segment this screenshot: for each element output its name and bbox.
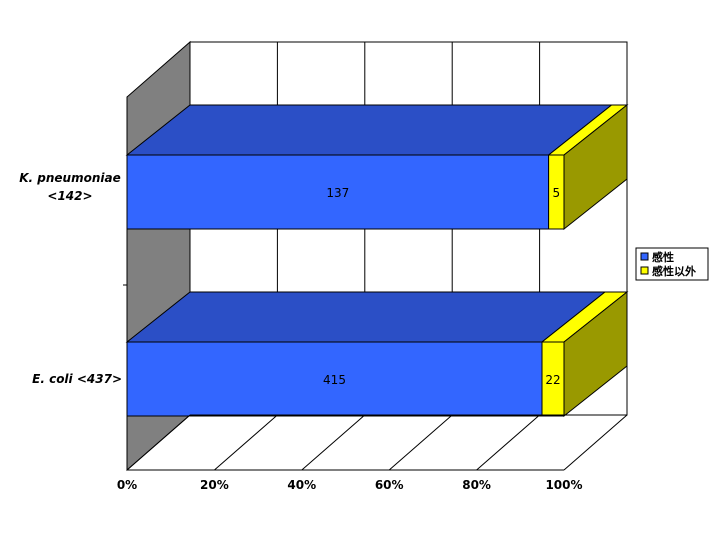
data-label: 22 bbox=[545, 373, 560, 387]
floor-gridline bbox=[214, 414, 278, 471]
floor-gridline bbox=[476, 414, 540, 471]
data-label: 415 bbox=[323, 373, 346, 387]
category-label: E. coli <437> bbox=[32, 372, 122, 386]
bar-other bbox=[541, 341, 565, 417]
category-label-name: K. pneumoniae bbox=[19, 171, 121, 185]
x-axis-ticks: 0% 20% 40% 60% 80% 100% bbox=[117, 478, 583, 492]
category-labels: K. pneumoniae <142> E. coli <437> bbox=[19, 171, 122, 386]
chart-floor bbox=[123, 284, 628, 471]
x-tick-label: 0% bbox=[117, 478, 137, 492]
bar-top-sensitive bbox=[125, 104, 614, 156]
floor-gridline bbox=[126, 414, 191, 471]
data-label: 5 bbox=[552, 186, 560, 200]
floor-gridline bbox=[563, 414, 628, 471]
category-label-count: <142> bbox=[47, 189, 92, 203]
floor-gridline bbox=[388, 414, 453, 471]
x-tick-label: 40% bbox=[287, 478, 316, 492]
bars: 137 5 415 22 bbox=[125, 103, 629, 418]
bar-other bbox=[548, 154, 565, 230]
legend-swatch bbox=[640, 252, 649, 261]
bar-sensitive bbox=[126, 154, 550, 230]
legend-label: 感性 bbox=[652, 250, 674, 264]
x-tick-label: 20% bbox=[200, 478, 229, 492]
data-label: 137 bbox=[326, 186, 349, 200]
category-label: K. pneumoniae <142> bbox=[19, 171, 121, 203]
legend-swatch bbox=[640, 266, 649, 275]
legend-label: 感性以外 bbox=[652, 264, 696, 278]
x-tick-label: 80% bbox=[462, 478, 491, 492]
x-tick-label: 60% bbox=[375, 478, 404, 492]
bar-top-sensitive bbox=[125, 291, 607, 343]
floor-gridline bbox=[301, 414, 366, 471]
bar-sensitive bbox=[126, 341, 543, 417]
x-tick-label: 100% bbox=[545, 478, 582, 492]
